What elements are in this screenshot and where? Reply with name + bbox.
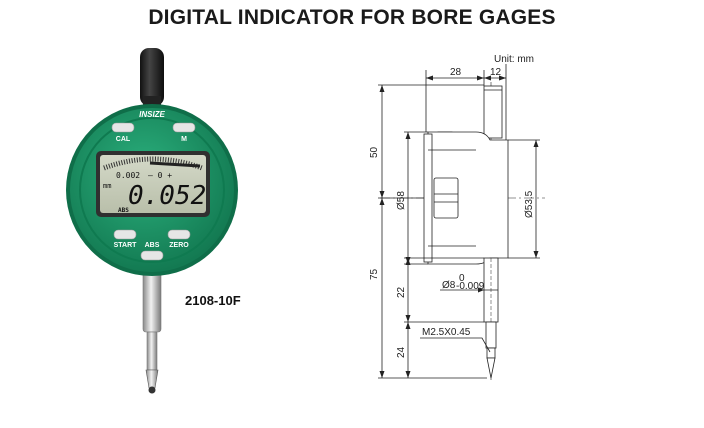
brand-logo: INSIZE [139,110,165,119]
lcd-small-reading: 0.002 [116,171,140,180]
m-button-label: M [181,136,187,143]
start-button[interactable] [113,229,137,240]
dim-58: Ø58 [396,191,407,210]
dim-stem-diameter: Ø8 [442,280,456,291]
zero-button-label: ZERO [169,242,189,249]
dim-thread: M2.5X0.45 [422,327,471,338]
model-number: 2108-10F [185,293,241,308]
dim-50: 50 [369,146,380,158]
m-button[interactable] [172,122,196,133]
page-title: DIGITAL INDICATOR FOR BORE GAGES [148,6,556,29]
dim-12: 12 [490,67,502,78]
lcd-scale-marks: – 0 + [148,171,172,180]
lcd-abs-label: ABS [118,207,129,214]
dim-28: 28 [450,67,462,78]
zero-button[interactable] [167,229,191,240]
unit-label: Unit: mm [494,54,534,65]
lcd-unit: mm [103,182,111,190]
abs-button[interactable] [140,250,164,261]
cal-button[interactable] [111,122,135,133]
dim-stem-tol-upper: 0 [459,273,465,284]
dim-75: 75 [369,268,380,280]
start-button-label: START [114,242,138,249]
dim-22: 22 [396,286,407,298]
dim-24: 24 [396,346,407,358]
lcd-main-reading: 0.052 [128,181,206,211]
dim-stem-tol-lower: -0.009 [456,281,485,292]
cal-button-label: CAL [116,136,131,143]
dim-53-5: Ø53.5 [524,190,535,218]
lcd-display [96,151,210,217]
abs-button-label: ABS [145,242,160,249]
